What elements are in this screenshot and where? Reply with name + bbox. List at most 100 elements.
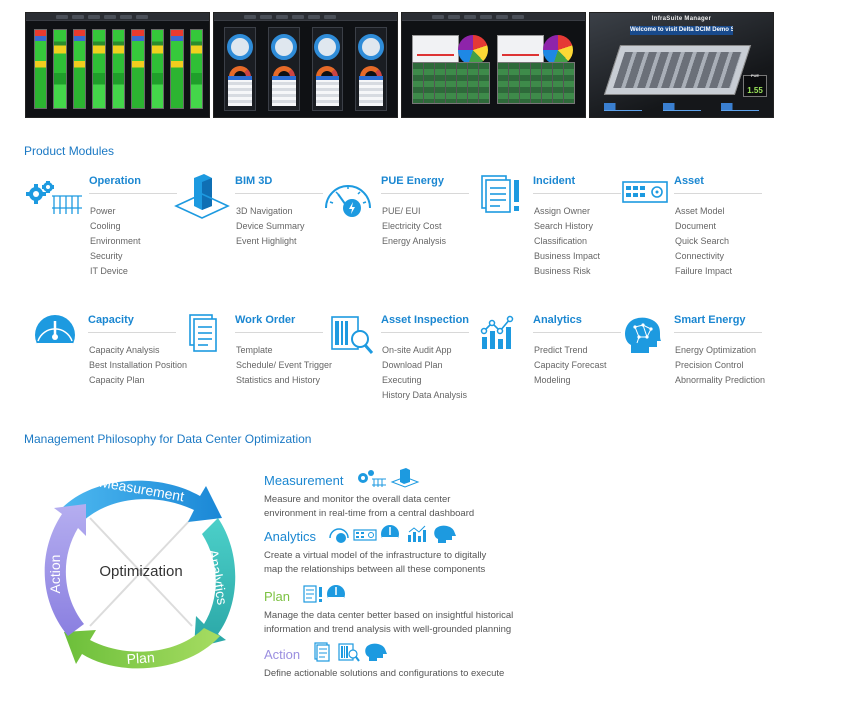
module-item: Device Summary <box>236 221 305 231</box>
module-item: Energy Analysis <box>382 236 447 246</box>
work-order-icon <box>313 642 330 662</box>
module-item: Predict Trend <box>534 345 588 355</box>
phase-description-line: environment in real-time from a central … <box>264 508 475 519</box>
module-item: Template <box>236 345 273 355</box>
module-item: Event Highlight <box>236 236 297 246</box>
module-title: Incident <box>533 175 576 187</box>
module-title: Operation <box>89 175 141 187</box>
screenshot-toolbar <box>26 13 209 21</box>
work-order-icon <box>189 314 217 352</box>
module-item: Environment <box>90 236 141 246</box>
smart-energy-head-icon <box>434 525 457 543</box>
cycle-label-action: Action <box>47 555 63 594</box>
module-item: Modeling <box>534 375 571 385</box>
capacity-gauge-icon <box>381 525 400 545</box>
module-item: Search History <box>534 221 594 231</box>
phase-icons <box>313 642 389 667</box>
phase-description-line: Create a virtual model of the infrastruc… <box>264 550 487 561</box>
module-title: Capacity <box>88 314 134 326</box>
module-title: Asset Inspection <box>381 314 470 326</box>
module-item: Statistics and History <box>236 375 321 385</box>
cycle-label-plan: Plan <box>126 649 155 667</box>
optimization-cycle-diagram: Measurement Analytics Plan Action Optimi… <box>44 474 236 669</box>
phase-description-line: information and trend analysis with well… <box>264 624 512 635</box>
module-item: Security <box>90 251 123 261</box>
phase-title: Plan <box>264 588 291 604</box>
bim-3d-cube-icon <box>174 174 230 219</box>
module-item: Download Plan <box>382 360 443 370</box>
incident-document-icon <box>303 585 323 603</box>
operation-gears-icon <box>26 181 82 214</box>
screenshot-toolbar <box>214 13 397 21</box>
capacity-gauge-icon <box>35 315 75 359</box>
module-item: Quick Search <box>675 236 730 246</box>
phase-description-line: Manage the data center better based on i… <box>264 610 514 621</box>
module-item: Abnormality Prediction <box>675 375 766 385</box>
module-item: Failure Impact <box>675 266 733 276</box>
incident-document-icon <box>481 175 519 213</box>
screenshot-toolbar <box>402 13 585 21</box>
pue-readout: 1.55 <box>743 66 767 97</box>
screenshot-rack-overview[interactable] <box>25 12 210 118</box>
philosophy-plan: Plan Manage the data center better based… <box>264 584 584 637</box>
phase-description-line: Define actionable solutions and configur… <box>264 668 505 679</box>
asset-server-icon <box>622 181 668 203</box>
module-item: 3D Navigation <box>236 206 293 216</box>
philosophy-heading: Management Philosophy for Data Center Op… <box>24 432 312 446</box>
asset-server-icon <box>353 529 378 541</box>
module-title: PUE Energy <box>381 175 444 187</box>
product-modules-heading: Product Modules <box>24 144 115 158</box>
module-item: Capacity Forecast <box>534 360 607 370</box>
module-title: Smart Energy <box>674 314 746 326</box>
smart-energy-head-icon <box>364 643 387 661</box>
philosophy-analytics: Analytics Create a virtual model of the … <box>264 524 584 577</box>
welcome-banner: Welcome to visit Delta DCIM Demo Site <box>630 26 733 35</box>
phase-icons <box>302 584 348 609</box>
analytics-chart-icon <box>408 525 427 542</box>
cycle-center-label: Optimization <box>99 563 182 580</box>
module-item: Assign Owner <box>534 206 591 216</box>
module-title: Work Order <box>235 314 296 326</box>
pue-gauge-icon <box>325 185 371 217</box>
room-nav-buttons <box>604 103 759 111</box>
module-item: Document <box>675 221 717 231</box>
phase-title: Analytics <box>264 528 317 544</box>
phase-title: Action <box>264 646 301 662</box>
phase-icons <box>356 468 420 493</box>
module-item: Best Installation Position <box>89 360 188 370</box>
smart-energy-head-icon <box>625 317 661 353</box>
module-item: Electricity Cost <box>382 221 442 231</box>
module-item: Business Impact <box>534 251 601 261</box>
philosophy-action: Action Define actionable solutions and c… <box>264 642 584 681</box>
asset-inspection-icon <box>331 316 374 354</box>
gauge-panels <box>224 27 387 111</box>
module-item: Business Risk <box>534 266 591 276</box>
manager-title: InfraSuite Manager <box>651 16 712 22</box>
module-item: Precision Control <box>675 360 744 370</box>
3d-room-view: InfraSuite Manager Welcome to visit Delt… <box>590 13 773 117</box>
module-item: PUE/ EUI <box>382 206 421 216</box>
module-item: Executing <box>382 375 422 385</box>
energy-dashboard <box>412 29 575 111</box>
asset-inspection-icon <box>337 643 360 662</box>
screenshot-3d-room[interactable]: InfraSuite Manager Welcome to visit Delt… <box>589 12 774 118</box>
module-item: Asset Model <box>675 206 725 216</box>
module-title: Asset <box>674 175 704 187</box>
module-item: On-site Audit App <box>382 345 452 355</box>
module-item: Connectivity <box>675 251 725 261</box>
phase-title: Measurement <box>264 472 344 488</box>
screenshot-energy-dashboard[interactable] <box>401 12 586 118</box>
module-item: Cooling <box>90 221 121 231</box>
module-item: History Data Analysis <box>382 390 468 400</box>
pue-gauge-icon <box>329 528 350 543</box>
screenshot-strip: InfraSuite Manager Welcome to visit Delt… <box>25 12 775 118</box>
phase-description-line: map the relationships between all these … <box>264 564 486 575</box>
module-item: Capacity Plan <box>89 375 145 385</box>
module-item: Energy Optimization <box>675 345 757 355</box>
operation-gears-icon <box>357 470 386 487</box>
module-item: Classification <box>534 236 588 246</box>
phase-description-line: Measure and monitor the overall data cen… <box>264 494 451 505</box>
screenshot-gauge-panels[interactable] <box>213 12 398 118</box>
module-title: Analytics <box>533 314 582 326</box>
rack-columns <box>34 29 203 109</box>
